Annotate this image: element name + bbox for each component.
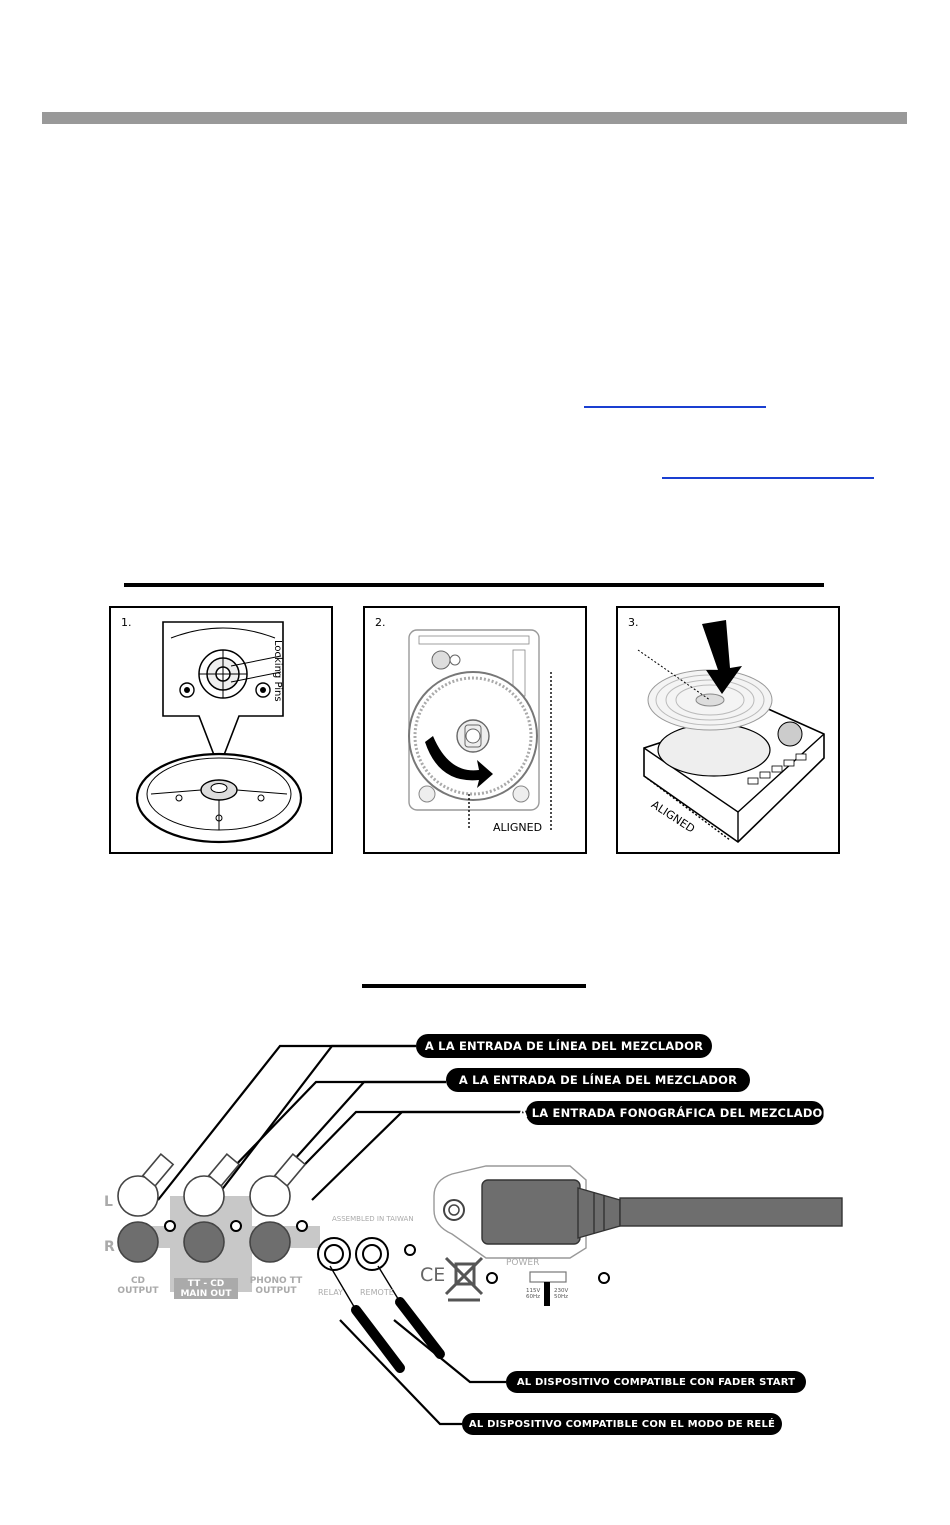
callout-fader-start: AL DISPOSITIVO COMPATIBLE CON FADER STAR… bbox=[506, 1371, 806, 1393]
step-panel-3: 3. ALIGNED bbox=[616, 606, 840, 854]
remote-jack-label: REMOTE bbox=[360, 1288, 394, 1297]
step-panel-2: 2. ALIGNED bbox=[363, 606, 587, 854]
rear-panel-diagram bbox=[117, 1044, 843, 1426]
callout-line-input-2: A LA ENTRADA DE LÍNEA DEL MEZCLADOR bbox=[446, 1068, 750, 1092]
link-underline-2[interactable] bbox=[662, 477, 874, 479]
channel-r-label: R bbox=[104, 1239, 115, 1255]
assembled-in-taiwan-text: ASSEMBLED IN TAIWAN bbox=[332, 1215, 414, 1223]
power-label: POWER bbox=[506, 1258, 540, 1268]
record-placement-illustration bbox=[637, 620, 825, 844]
callout-line-input-1: A LA ENTRADA DE LÍNEA DEL MEZCLADOR bbox=[416, 1034, 712, 1058]
step-number: 3. bbox=[628, 616, 639, 629]
header-bar bbox=[42, 112, 907, 124]
step-panel-1: 1. Locking Pins bbox=[109, 606, 333, 854]
ce-mark: CE bbox=[420, 1264, 446, 1286]
channel-l-label: L bbox=[104, 1194, 113, 1210]
step-number: 1. bbox=[121, 616, 132, 629]
aligned-label: ALIGNED bbox=[493, 821, 543, 834]
section-rule-1 bbox=[124, 583, 824, 587]
step-number: 2. bbox=[375, 616, 386, 629]
relay-jack-label: RELAY bbox=[318, 1288, 343, 1297]
platter-hub-illustration bbox=[135, 621, 303, 844]
link-underline-1[interactable] bbox=[584, 406, 766, 408]
callout-phono-input: A LA ENTRADA FONOGRÁFICA DEL MEZCLADOR bbox=[518, 1101, 831, 1125]
locking-pins-label: Locking Pins bbox=[272, 640, 283, 702]
section-rule-2 bbox=[362, 984, 586, 988]
callout-relay-mode: AL DISPOSITIVO COMPATIBLE CON EL MODO DE… bbox=[462, 1413, 782, 1435]
turntable-top-illustration bbox=[408, 629, 552, 830]
